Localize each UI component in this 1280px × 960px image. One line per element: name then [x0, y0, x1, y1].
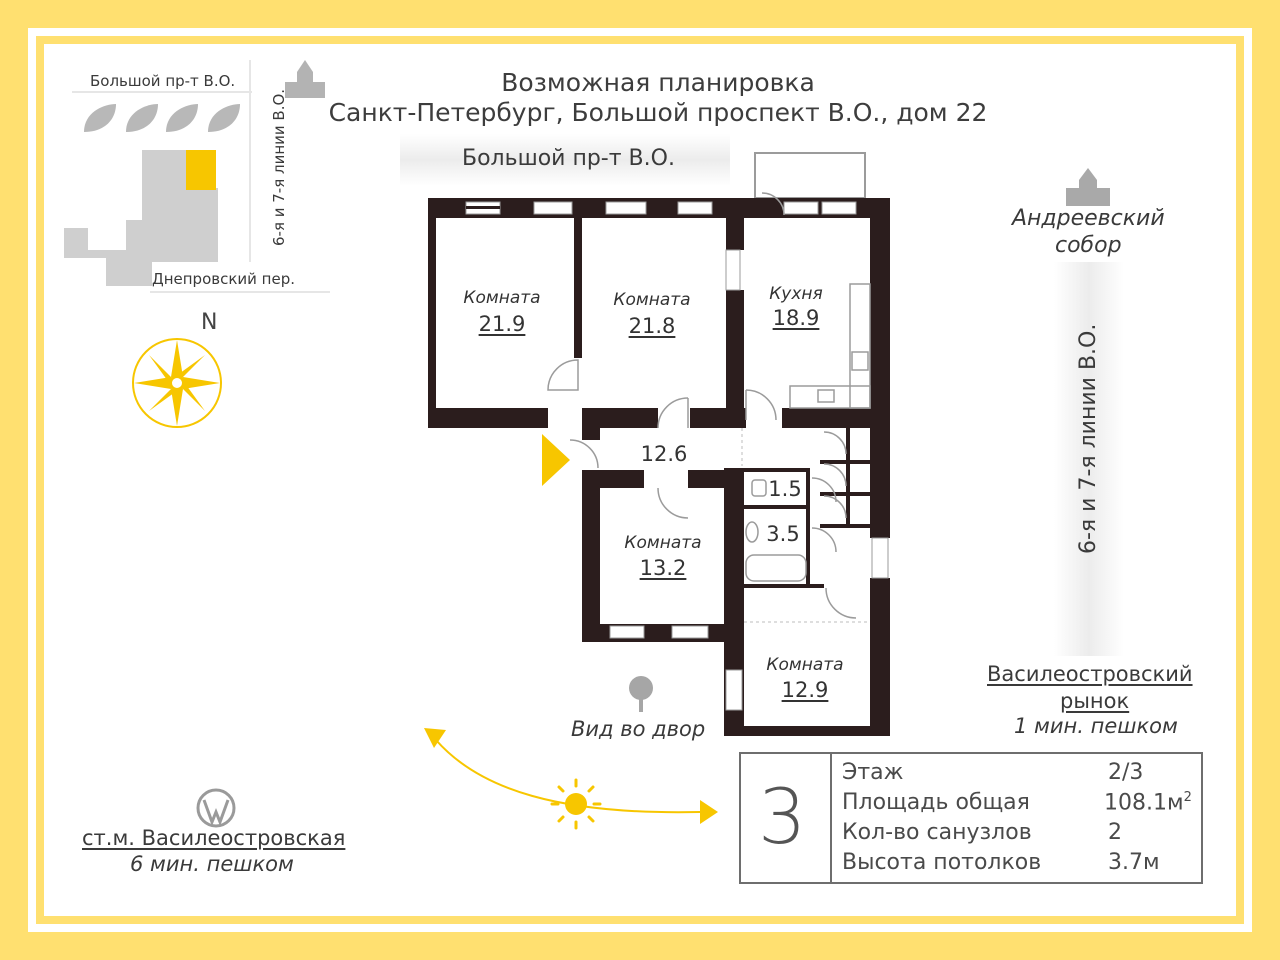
windows — [465, 201, 889, 711]
room-3-area: 13.2 — [639, 556, 687, 580]
room-3-name: Комната — [624, 533, 702, 553]
room-1-name: Комната — [463, 288, 541, 308]
metro-name: ст.м. Василеостровская — [82, 826, 346, 850]
room-2-area: 21.8 — [628, 314, 676, 338]
info-area-value: 108.1м2 — [1104, 790, 1192, 815]
metro-m-icon — [196, 788, 236, 828]
minimap-street-top: Большой пр-т В.О. — [90, 72, 236, 90]
hall-area: 12.6 — [640, 442, 688, 466]
trees-icon — [84, 104, 240, 132]
compass-icon — [132, 338, 222, 428]
info-table — [739, 752, 1203, 884]
info-area-label: Площадь общая — [842, 790, 1030, 815]
market-line1: Василеостровский — [987, 662, 1193, 686]
info-ceiling-label: Высота потолков — [842, 850, 1042, 875]
street-top-label: Большой пр-т В.О. — [462, 146, 675, 171]
room-1-area: 21.9 — [478, 312, 526, 336]
top-street-road — [400, 134, 730, 186]
cathedral-line2: собор — [1055, 233, 1122, 258]
minimap-street-bottom: Днепровский пер. — [152, 270, 295, 288]
metro-walk: 6 мин. пешком — [130, 852, 294, 876]
market-walk: 1 мин. пешком — [1014, 714, 1178, 738]
church-icon-small — [285, 60, 325, 98]
entrance-arrow-icon — [542, 434, 570, 486]
cathedral-icon — [1066, 168, 1110, 206]
room-2-name: Комната — [613, 290, 691, 310]
side-street-label: 6-я и 7-я линии В.О. — [1076, 323, 1101, 554]
info-area-unit-sup: 2 — [1183, 790, 1192, 805]
cathedral-line1: Андреевский — [1012, 206, 1165, 231]
sun-path — [424, 728, 718, 830]
info-bathrooms-label: Кол-во санузлов — [842, 820, 1032, 845]
title-line1: Возможная планировка — [501, 68, 815, 97]
sun-icon — [550, 778, 602, 830]
courtyard-view-label: Вид во двор — [571, 717, 706, 741]
kitchen-name: Кухня — [769, 284, 823, 304]
info-floor-label: Этаж — [842, 760, 904, 785]
arrow-end-icon — [700, 800, 718, 824]
compass-north: N — [201, 310, 218, 335]
info-floor-value: 2/3 — [1108, 760, 1144, 785]
title-line2: Санкт-Петербург, Большой проспект В.О., … — [328, 98, 988, 127]
kitchen-fixtures — [789, 283, 871, 409]
doors — [547, 192, 857, 619]
room-4-area: 12.9 — [781, 678, 829, 702]
building-blocks — [64, 150, 218, 286]
building-highlight — [186, 150, 216, 190]
info-area-number: 108.1м — [1104, 790, 1184, 816]
info-ceiling-value: 3.7м — [1108, 850, 1160, 875]
kitchen-area: 18.9 — [772, 306, 820, 330]
room-count: 3 — [758, 772, 807, 861]
room-4-name: Комната — [766, 655, 844, 675]
side-street-road — [1054, 262, 1124, 656]
minimap-street-side: 6-я и 7-я линии В.О. — [270, 88, 288, 246]
info-bathrooms-value: 2 — [1108, 820, 1122, 845]
market-line2: рынок — [1060, 689, 1130, 713]
map-pin-icon — [629, 676, 653, 712]
bathroom-area: 3.5 — [766, 522, 800, 546]
minimap — [64, 60, 330, 293]
wc-area: 1.5 — [768, 477, 802, 501]
apartment-plan — [428, 152, 890, 736]
arrow-start-icon — [424, 728, 446, 748]
bathroom-fixtures — [745, 479, 807, 582]
